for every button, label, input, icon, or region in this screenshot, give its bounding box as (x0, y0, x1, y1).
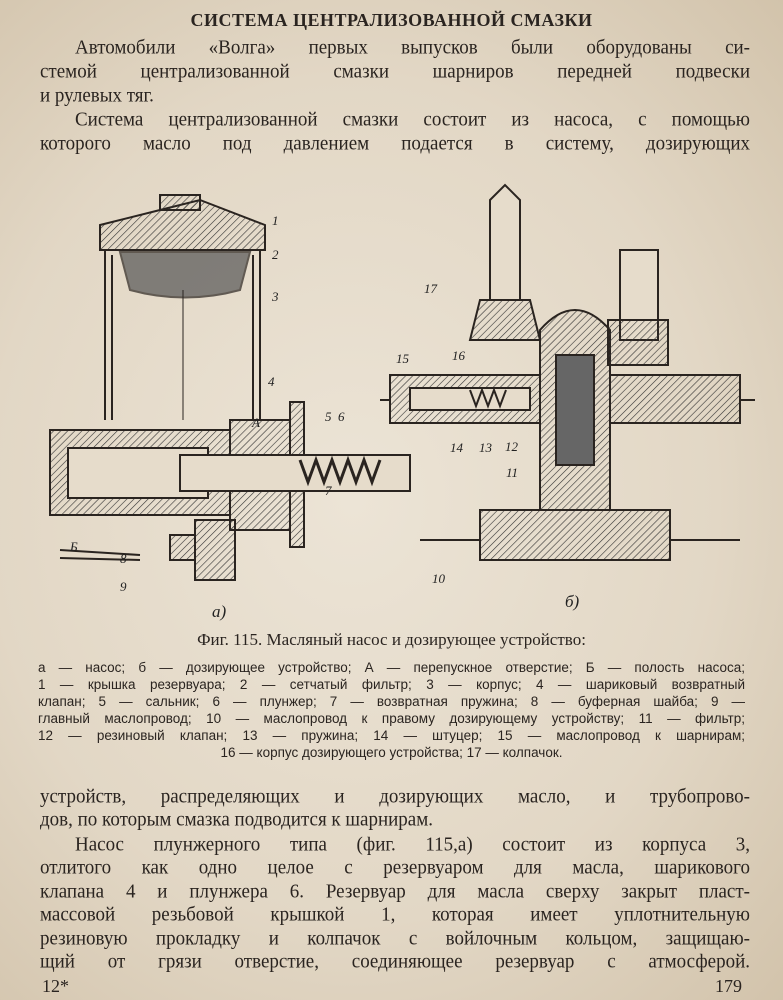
subfigure-a-label: а) (212, 602, 227, 621)
callout-7: 7 (325, 483, 332, 498)
callout-5: 5 (325, 409, 332, 424)
legend-line: клапан; 5 — сальник; 6 — плунжер; 7 — во… (38, 694, 745, 709)
figure-labels-b: 17 16 15 14 13 12 11 10 б) (396, 281, 580, 611)
text-line: массовой резьбовой крышкой 1, которая им… (40, 903, 750, 926)
text-line: резиновую прокладку и колпачок с войлочн… (40, 927, 750, 950)
callout-11: 11 (506, 465, 518, 480)
text-line: Автомобили «Волга» первых выпусков были … (75, 36, 750, 59)
pump-drawing (49, 194, 411, 581)
text-line: и рулевых тяг. (40, 84, 154, 107)
callout-15: 15 (396, 351, 410, 366)
callout-6: 6 (338, 409, 345, 424)
legend-line: 12 — резиновый клапан; 13 — пружина; 14 … (38, 728, 745, 743)
callout-A: А (251, 415, 260, 430)
callout-17: 17 (424, 281, 438, 296)
text-line: Насос плунжерного типа (фиг. 115,а) сост… (75, 833, 750, 856)
text-line: устройств, распределяющих и дозирующих м… (40, 785, 750, 808)
legend-line: а — насос; б — дозирующее устройство; А … (38, 660, 745, 675)
callout-14: 14 (450, 440, 464, 455)
callout-13: 13 (479, 440, 493, 455)
legend-line: главный маслопровод; 10 — маслопровод к … (38, 711, 745, 726)
callout-12: 12 (505, 439, 519, 454)
legend-line: 1 — крышка резервуара; 2 — сетчатый филь… (38, 677, 745, 692)
text-line: клапана 4 и плунжера 6. Резервуар для ма… (40, 880, 750, 903)
page-number: 179 (715, 976, 742, 996)
dosing-device-drawing (380, 183, 755, 561)
text-line: щий от грязи отверстие, соединяющее резе… (40, 950, 750, 973)
callout-4: 4 (268, 374, 275, 389)
figure-labels-a: 1 2 3 4 А 5 6 7 Б 8 9 а) (69, 213, 345, 621)
figure-caption: Фиг. 115. Масляный насос и дозирующее ус… (197, 630, 586, 649)
callout-1: 1 (272, 213, 279, 228)
callout-3: 3 (271, 289, 279, 304)
callout-9: 9 (120, 579, 127, 594)
text-line: которого масло под давлением подается в … (40, 132, 750, 155)
figure-115-diagram: 1 2 3 4 А 5 6 7 Б 8 9 а) 17 16 15 14 13 … (49, 183, 755, 621)
signature-mark: 12* (42, 976, 69, 996)
callout-2: 2 (272, 247, 279, 262)
text-line: отлитого как одно целое с резервуаром дл… (40, 856, 750, 879)
legend-line: 16 — корпус дозирующего устройства; 17 —… (220, 745, 563, 760)
callout-8: 8 (120, 551, 127, 566)
page-title: СИСТЕМА ЦЕНТРАЛИЗОВАННОЙ СМАЗКИ (190, 10, 593, 30)
callout-10: 10 (432, 571, 446, 586)
text-line: Система централизованной смазки состоит … (75, 108, 750, 131)
callout-B: Б (69, 539, 78, 554)
subfigure-b-label: б) (565, 592, 580, 611)
text-line: дов, по которым смазка подводится к шарн… (40, 808, 434, 831)
text-line: стемой централизованной смазки шарниров … (40, 60, 750, 83)
callout-16: 16 (452, 348, 466, 363)
